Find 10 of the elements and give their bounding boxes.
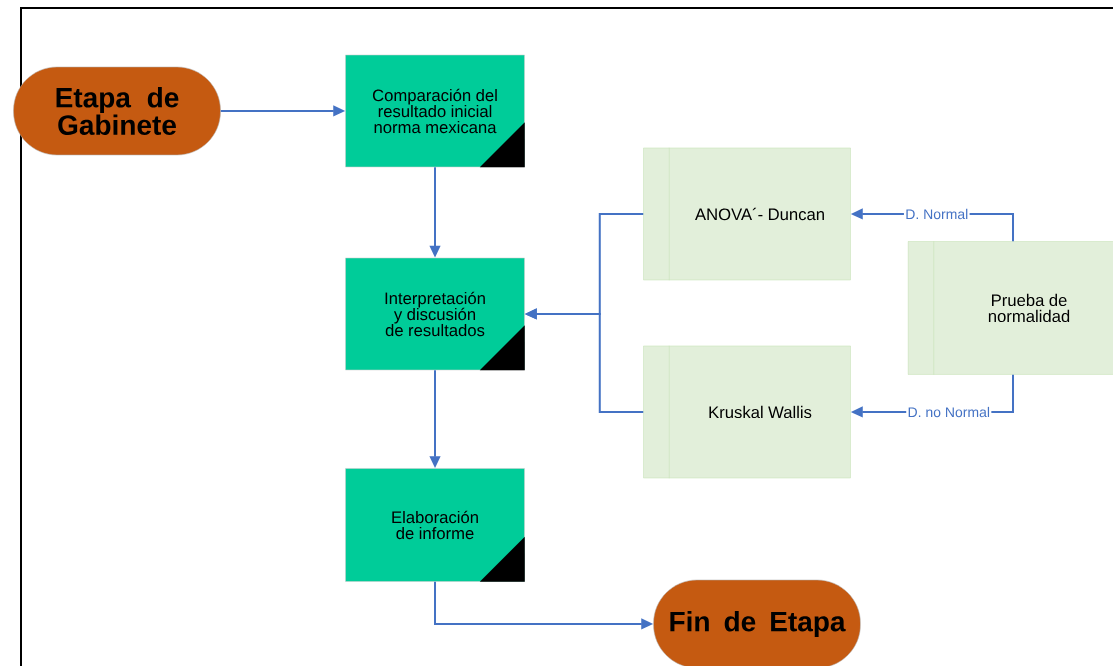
terminal-pill: Fin de Etapa <box>653 579 861 666</box>
edge-label: D. Normal <box>903 207 970 221</box>
process-box: Comparación del resultado inicial norma mexicana <box>345 54 525 168</box>
process-box: Interpretación y discusión de resultados <box>345 257 525 371</box>
subprocess-box: Prueba de normalidad <box>907 240 1113 376</box>
subprocess-box: ANOVA´- Duncan <box>643 147 851 281</box>
subprocess-box: Kruskal Wallis <box>643 345 851 479</box>
process-box: Elaboración de informe <box>345 468 525 582</box>
edge-label: D. no Normal <box>906 405 992 419</box>
terminal-pill: Etapa de Gabinete <box>13 66 221 156</box>
